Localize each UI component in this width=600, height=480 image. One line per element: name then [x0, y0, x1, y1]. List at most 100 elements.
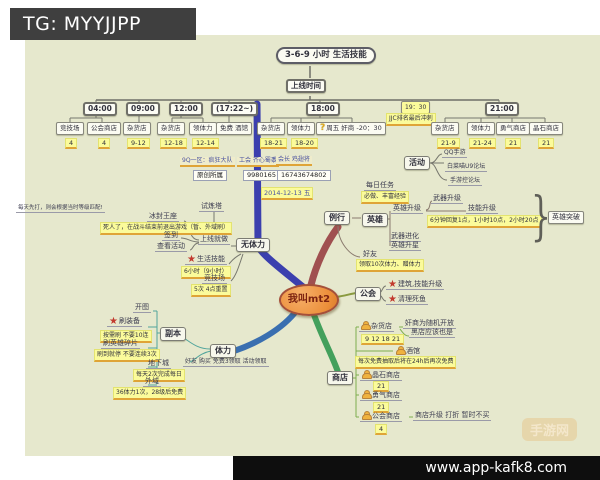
slot-grocery-9: 杂货店 — [123, 122, 151, 135]
site-url-banner: www.app-kafk8.com — [233, 456, 600, 480]
hero-upgrade: 英雄升级 — [391, 204, 423, 214]
grocery-shop: 杂货店 — [359, 321, 394, 332]
star-icon: ★ — [187, 254, 196, 265]
node-activity[interactable]: 活动 — [404, 156, 430, 170]
node-no-stamina[interactable]: 无体力 — [236, 238, 270, 252]
skill-upgrade: 技能升级 — [466, 204, 498, 214]
friends-note: 领取10次体力、赠体力 — [356, 259, 424, 272]
leader-id: 16743674802 — [277, 170, 331, 181]
tavern-label: 酒馆 — [406, 347, 420, 355]
star-icon: ★ — [388, 294, 397, 305]
guild-shop-hours: 4 — [375, 424, 388, 435]
person-icon — [362, 370, 372, 379]
node-dungeon[interactable]: 副本 — [160, 327, 186, 341]
grocery-hours: 9 12 18 21 — [361, 334, 405, 345]
guild-build: ★建筑,技能升级 — [386, 279, 445, 290]
activity-item: QQ手游 — [442, 149, 468, 158]
person-icon — [361, 321, 371, 330]
crystal-shop: 晶石商店 — [360, 370, 402, 381]
guild-shop-label: 公会商店 — [372, 412, 400, 420]
slot-value: 21-9 — [437, 138, 460, 149]
daily-tasks-note: 必做、丰富经验 — [361, 191, 410, 204]
question-icon: ? — [320, 123, 326, 133]
tg-banner: TG: MYYJJPP — [10, 8, 196, 40]
stamina-sources: 好友 购买 免费3领取 活动领取 — [183, 358, 269, 367]
person-icon — [362, 390, 372, 399]
slot-stamina-18: 领体力 — [287, 122, 315, 135]
slot-grocery-18: 杂货店 — [257, 122, 285, 135]
node-hero[interactable]: 英雄 — [362, 213, 388, 227]
outland-note: 36体力1次，28级后免费 — [113, 387, 187, 400]
guild-id: 9980165 — [243, 170, 280, 181]
open-map: 开图 — [133, 303, 151, 313]
slot-value: 18-21 — [260, 138, 287, 149]
slot-friday-merchant: ?周五 奸商 -20：30 — [316, 122, 386, 135]
login-todo-label: 上线就做 — [198, 235, 230, 245]
tavern-note: 每次免费抽取后将在24h后再次免费 — [355, 356, 457, 369]
arena-note: 5次 4点重置 — [191, 284, 231, 297]
guild-title: 工会 齐心蜀黍 — [237, 157, 279, 167]
node-guild[interactable]: 公会 — [355, 287, 381, 301]
outland: 外域 — [143, 377, 161, 387]
slot-value: 4 — [98, 138, 111, 149]
slot-arena: 竞技场 — [56, 122, 84, 135]
skill-upgrade-note: 6分钟回复1点，1小时10点，2小时20点 — [427, 215, 542, 228]
time-node-2100[interactable]: 21:00 — [485, 102, 519, 116]
farm-gear: ★刷装备 — [107, 317, 142, 327]
guild-build-label: 建筑,技能升级 — [397, 280, 443, 288]
friday-merchant-label: 周五 奸商 -20：30 — [326, 124, 382, 132]
node-shop[interactable]: 商店 — [327, 371, 353, 385]
star-icon: ★ — [109, 316, 118, 327]
time-node-0400[interactable]: 04:00 — [83, 102, 117, 116]
guild-shop-note: 商店升级 打折 暂时不买 — [413, 411, 492, 421]
slot-value: 21-24 — [469, 138, 496, 149]
frozen-throne: 冰封王座 — [147, 212, 179, 222]
brace-glyph: } — [531, 187, 551, 247]
person-icon — [396, 346, 406, 355]
slot-stamina-12: 领体力 — [189, 122, 217, 135]
guild-fish: ★清理死鱼 — [386, 295, 428, 305]
server-value: 原创所属 — [193, 170, 227, 181]
server-title: 9Q一区：疯狂大队 — [180, 157, 235, 167]
activity-item: 白菜喵U9论坛 — [445, 163, 488, 172]
root-node[interactable]: 我叫mt2 — [279, 284, 339, 316]
star-icon: ★ — [388, 279, 397, 290]
matchmaking-note: 每天先打，则会根据当时等级匹配! — [16, 205, 105, 213]
time-node-1200[interactable]: 12:00 — [169, 102, 203, 116]
jjc-sprint-note: JJC排名最后冲刺 — [386, 113, 436, 126]
hero-breakthrough-node: 英雄突破 — [548, 211, 584, 224]
slot-grocery-21: 杂货店 — [431, 122, 459, 135]
life-skill: ★生活技能 — [185, 255, 227, 265]
date-badge: 2014-12-13 五 — [261, 187, 314, 200]
slot-value: 21 — [505, 138, 522, 149]
courage-label: 勇气商店 — [372, 391, 400, 399]
check-events: 查看活动 — [155, 242, 187, 252]
time-node-1800[interactable]: 18:00 — [306, 102, 340, 116]
sign-in: 签到 — [162, 231, 180, 241]
watermark: 手游网 — [522, 418, 578, 441]
map-title-node[interactable]: 3-6-9 小时 生活技能 — [276, 47, 376, 64]
online-time-node[interactable]: 上线时间 — [286, 79, 326, 93]
slot-value: 21 — [538, 138, 555, 149]
guild-fish-label: 清理死鱼 — [397, 295, 426, 303]
slot-free-tavern: 免费 酒馆 — [216, 122, 253, 135]
time-node-0900[interactable]: 09:00 — [126, 102, 160, 116]
life-skill-label: 生活技能 — [196, 255, 225, 263]
slot-value: 4 — [65, 138, 78, 149]
slot-value: 9-12 — [127, 138, 150, 149]
underground-city: 地下城 — [146, 359, 171, 369]
slot-courage-shop: 勇气商店 — [496, 122, 530, 135]
grocery-label: 杂货店 — [371, 322, 392, 330]
slot-value: 18-20 — [291, 138, 318, 149]
arena-label: 竞技场 — [202, 274, 227, 284]
slot-value: 12-18 — [160, 138, 187, 149]
slot-stamina-21: 领体力 — [467, 122, 495, 135]
node-routine[interactable]: 例行 — [324, 211, 350, 225]
leader-title: 会长 鸡翅将 — [276, 156, 312, 166]
time-node-1722[interactable]: (17:22~) — [211, 102, 259, 116]
person-icon — [362, 411, 372, 420]
node-stamina[interactable]: 体力 — [210, 344, 236, 358]
guild-shop: 公会商店 — [360, 411, 402, 422]
slot-value: 12-14 — [192, 138, 219, 149]
